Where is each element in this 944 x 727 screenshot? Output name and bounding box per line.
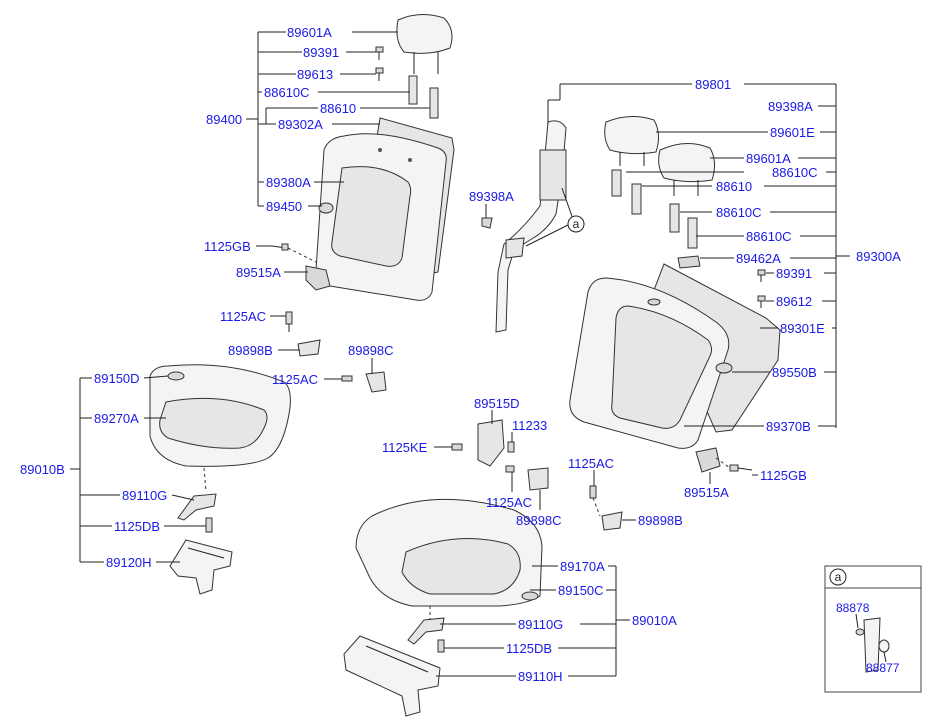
label-89601A-top: 89601A <box>287 25 332 40</box>
label-89515D: 89515D <box>474 396 520 411</box>
label-89120H: 89120H <box>106 555 152 570</box>
label-88610C-r2: 88610C <box>716 205 762 220</box>
label-88877: 88877 <box>866 661 900 675</box>
right-hinge-parts <box>589 447 753 531</box>
label-1125DB-bottom: 1125DB <box>506 641 552 656</box>
label-88610-top: 88610 <box>320 101 356 116</box>
label-89010A: 89010A <box>632 613 677 628</box>
label-89515A-left: 89515A <box>236 265 281 280</box>
label-89370B: 89370B <box>766 419 811 434</box>
svg-text:a: a <box>573 217 580 231</box>
label-1125GB-left: 1125GB <box>204 239 251 254</box>
label-89613: 89613 <box>297 67 333 82</box>
center-cushion-frame <box>343 617 445 717</box>
label-89898B-1: 89898B <box>228 343 273 358</box>
label-89380A: 89380A <box>266 175 311 190</box>
label-88878: 88878 <box>836 601 870 615</box>
label-89398A-right: 89398A <box>768 99 813 114</box>
label-89398A-belt: 89398A <box>469 189 514 204</box>
left-cushion-frame <box>169 493 233 595</box>
right-seatback <box>569 263 781 449</box>
label-1125AC-3: 1125AC <box>486 495 532 510</box>
label-89612: 89612 <box>776 294 812 309</box>
label-88610C-r1: 88610C <box>772 165 818 180</box>
right-small-parts <box>677 255 766 308</box>
label-89550B: 89550B <box>772 365 817 380</box>
label-89515A-right: 89515A <box>684 485 729 500</box>
label-89898C-2: 89898C <box>516 513 562 528</box>
left-small-parts <box>375 46 439 119</box>
label-89170A: 89170A <box>560 559 605 574</box>
label-89898B-2: 89898B <box>638 513 683 528</box>
label-89302A: 89302A <box>278 117 323 132</box>
label-89300A: 89300A <box>856 249 901 264</box>
label-89462A: 89462A <box>736 251 781 266</box>
label-1125GB-right: 1125GB <box>760 468 807 483</box>
part-labels: 89601A 89391 89613 88610C 88610 89400 89… <box>20 25 901 684</box>
label-88610-right: 88610 <box>716 179 752 194</box>
label-89400: 89400 <box>206 112 242 127</box>
label-89601A-right: 89601A <box>746 151 791 166</box>
label-89450: 89450 <box>266 199 302 214</box>
label-11233: 11233 <box>512 418 547 433</box>
right-headrests <box>604 116 716 249</box>
label-1125KE: 1125KE <box>382 440 428 455</box>
left-seat-cushion <box>149 364 291 493</box>
center-hinge-parts <box>451 419 549 491</box>
label-89601E: 89601E <box>770 125 815 140</box>
left-headrest <box>396 14 453 74</box>
seat-belt <box>481 99 575 333</box>
label-1125AC-1: 1125AC <box>220 309 266 324</box>
label-1125AC-4: 1125AC <box>568 456 614 471</box>
label-89391-top: 89391 <box>303 45 339 60</box>
detail-marker-a: a <box>567 215 585 233</box>
label-1125AC-2: 1125AC <box>272 372 318 387</box>
left-seatback <box>315 117 455 301</box>
detail-inset-box: a <box>824 565 922 693</box>
label-89010B: 89010B <box>20 462 65 477</box>
leader-lines <box>70 31 850 677</box>
label-1125DB-left: 1125DB <box>114 519 160 534</box>
label-89110G-left: 89110G <box>122 488 167 503</box>
label-88610C-r3: 88610C <box>746 229 792 244</box>
label-89898C-1: 89898C <box>348 343 394 358</box>
svg-text:a: a <box>835 570 842 584</box>
label-89801: 89801 <box>695 77 731 92</box>
label-89270A: 89270A <box>94 411 139 426</box>
label-89391-right: 89391 <box>776 266 812 281</box>
label-89150C: 89150C <box>558 583 604 598</box>
left-hinge-parts <box>271 243 387 393</box>
label-89150D: 89150D <box>94 371 140 386</box>
label-89301E: 89301E <box>780 321 825 336</box>
label-88610C-top: 88610C <box>264 85 310 100</box>
center-seat-cushion <box>355 498 543 624</box>
label-89110G-bottom: 89110G <box>518 617 563 632</box>
label-89110H: 89110H <box>518 669 563 684</box>
